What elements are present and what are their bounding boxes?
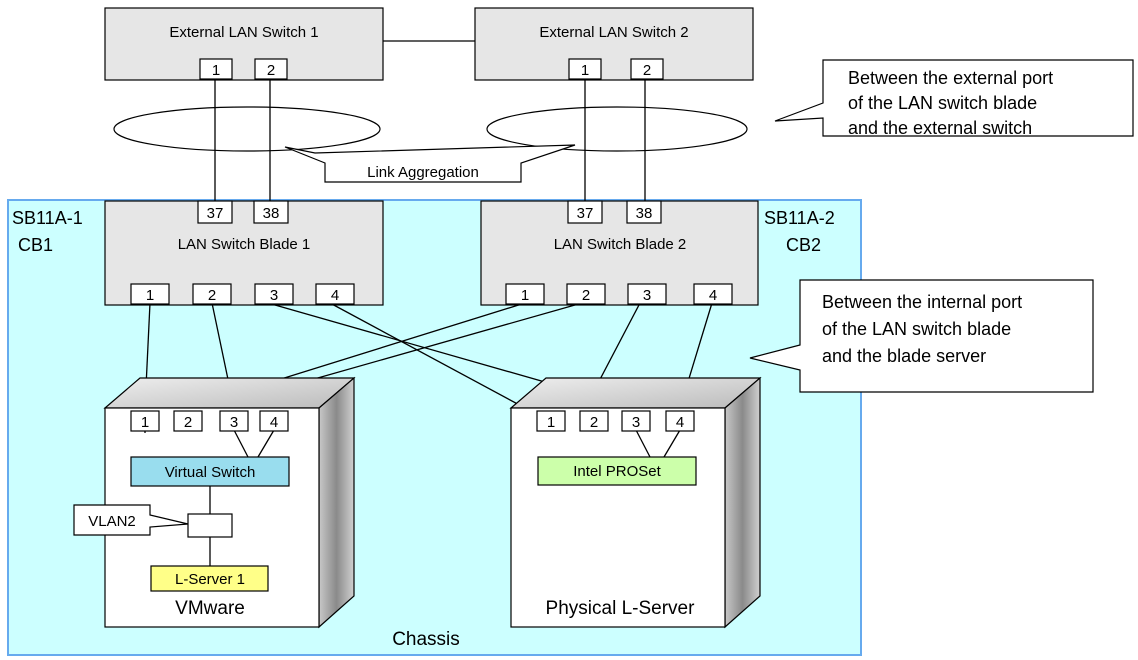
virtual-switch bbox=[130, 456, 290, 487]
vmware-port-3: 3 bbox=[230, 414, 238, 431]
slot2-label-line1: SB11A-2 bbox=[764, 208, 835, 228]
slot2-label-line2: CB2 bbox=[786, 235, 821, 255]
external-callout-line2: of the LAN switch blade bbox=[848, 93, 1037, 113]
chassis-label: Chassis bbox=[392, 629, 460, 650]
lan-switch-blade-1: 37 38 LAN Switch Blade 1 1 2 3 4 bbox=[104, 200, 384, 306]
internal-callout-line3: and the blade server bbox=[822, 346, 986, 366]
vmware-label: VMware bbox=[175, 598, 245, 619]
lag-label: Link Aggregation bbox=[367, 164, 479, 181]
external-switch-2: External LAN Switch 2 1 2 bbox=[474, 7, 754, 81]
lsb1-port-2: 2 bbox=[208, 287, 216, 304]
vlan-label: VLAN2 bbox=[88, 513, 136, 530]
lsb1-port-3: 3 bbox=[270, 287, 278, 304]
sw1-port-1: 1 bbox=[212, 62, 220, 79]
internal-callout bbox=[749, 279, 1094, 393]
intel-proset-label: Intel PROSet bbox=[573, 463, 661, 480]
physical-port-1: 1 bbox=[547, 414, 555, 431]
server-physical: 1 2 3 4 Intel PROSet Physical L-Server bbox=[509, 376, 762, 629]
external-callout bbox=[774, 59, 1134, 137]
lsb1-port-4: 4 bbox=[331, 287, 339, 304]
external-callout-line3: and the external switch bbox=[848, 118, 1032, 138]
physical-port-3: 3 bbox=[632, 414, 640, 431]
sw2-port-2: 2 bbox=[643, 62, 651, 79]
lsb1-uplink-38: 38 bbox=[263, 205, 280, 222]
lsb2-port-4: 4 bbox=[709, 287, 717, 304]
lsb2-port-1: 1 bbox=[521, 287, 529, 304]
external-switch-1: External LAN Switch 1 1 2 bbox=[104, 7, 384, 81]
lag-ellipse-1 bbox=[113, 106, 381, 152]
internal-callout-line2: of the LAN switch blade bbox=[822, 319, 1011, 339]
vmware-top bbox=[103, 377, 356, 409]
slot1-label-line2: CB1 bbox=[18, 235, 53, 255]
physical-port-2: 2 bbox=[590, 414, 598, 431]
physical-lserver-label: Physical L-Server bbox=[546, 598, 696, 619]
vmware-port-1: 1 bbox=[141, 414, 149, 431]
external-switch-2-label: External LAN Switch 2 bbox=[539, 24, 688, 41]
lsb2-port-2: 2 bbox=[582, 287, 590, 304]
external-callout-line1: Between the external port bbox=[848, 68, 1053, 88]
vmware-port-4: 4 bbox=[270, 414, 278, 431]
vlan-port bbox=[187, 513, 233, 538]
server-vmware: 1 2 3 4 Virtual Switch VLAN2 L-Server 1 … bbox=[73, 376, 356, 629]
sw1-port-2: 2 bbox=[267, 62, 275, 79]
lsb2-uplink-37: 37 bbox=[577, 205, 594, 222]
internal-callout-line1: Between the internal port bbox=[822, 292, 1022, 312]
slot1-label-line1: SB11A-1 bbox=[12, 208, 83, 228]
lan-switch-blade-2: 37 38 LAN Switch Blade 2 1 2 3 4 bbox=[480, 200, 759, 306]
physical-port-4: 4 bbox=[676, 414, 684, 431]
lsb1-uplink-37: 37 bbox=[207, 205, 224, 222]
physical-front bbox=[510, 407, 726, 628]
lsb2-port-3: 3 bbox=[643, 287, 651, 304]
vlan-callout bbox=[73, 504, 189, 536]
lsb2-uplink-38: 38 bbox=[636, 205, 653, 222]
virtual-switch-label: Virtual Switch bbox=[165, 464, 256, 481]
vmware-port-2: 2 bbox=[184, 414, 192, 431]
lsb2-label: LAN Switch Blade 2 bbox=[554, 236, 687, 253]
lserver-1-label: L-Server 1 bbox=[175, 571, 245, 588]
physical-top bbox=[509, 377, 762, 409]
sw2-port-1: 1 bbox=[581, 62, 589, 79]
physical-side bbox=[724, 376, 761, 629]
intel-proset bbox=[537, 456, 697, 486]
lsb1-port-1: 1 bbox=[146, 287, 154, 304]
lserver-1 bbox=[150, 565, 269, 592]
vmware-side bbox=[318, 376, 355, 629]
wire-lsb1p4-pl1 bbox=[329, 302, 526, 409]
external-switch-1-label: External LAN Switch 1 bbox=[169, 24, 318, 41]
lag-ellipse-2 bbox=[486, 106, 748, 152]
lsb1-label: LAN Switch Blade 1 bbox=[178, 236, 311, 253]
